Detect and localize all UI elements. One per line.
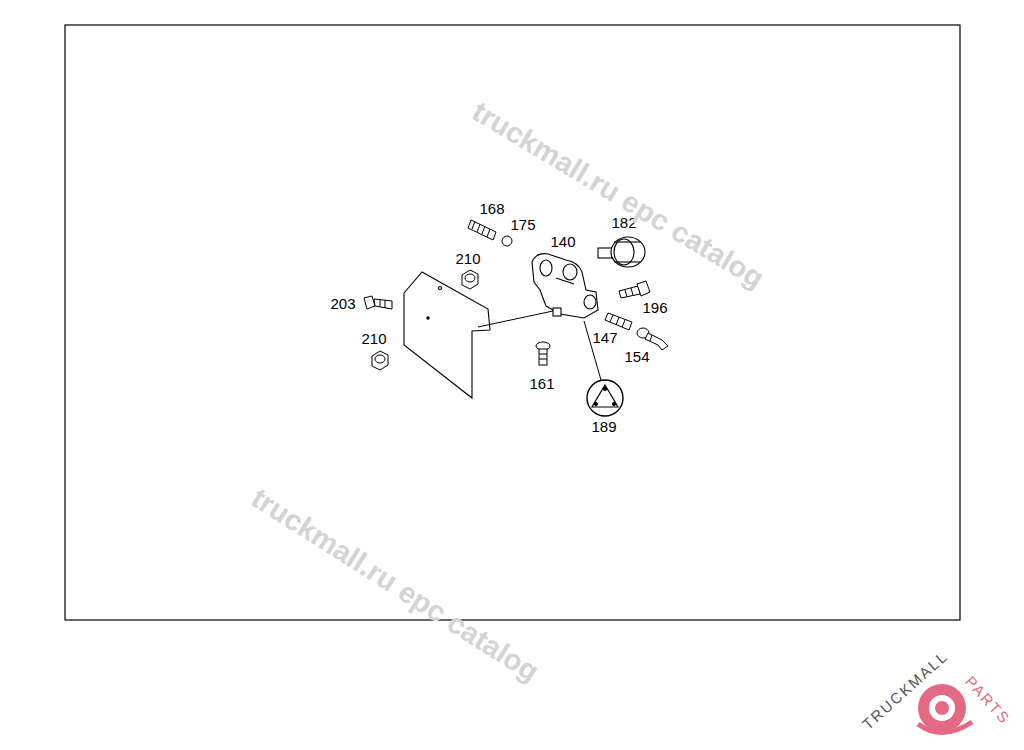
leader-line <box>478 311 553 327</box>
callout-number: 161 <box>529 376 554 391</box>
bracket-plate <box>404 272 490 398</box>
bolt <box>364 296 392 309</box>
valve-body <box>532 254 598 318</box>
sensor-part <box>598 237 645 267</box>
nut <box>372 270 478 370</box>
callout-number: 175 <box>510 217 535 232</box>
callout-number: 168 <box>479 201 504 216</box>
callout-number: 154 <box>624 349 649 364</box>
logo-gear <box>918 684 972 733</box>
callout-number: 189 <box>591 419 616 434</box>
callout-number: 196 <box>642 300 667 315</box>
threaded-stud <box>605 313 632 330</box>
callout-number: 210 <box>361 331 386 346</box>
ball <box>502 236 512 246</box>
threaded-stud <box>468 220 496 240</box>
callout-number: 210 <box>455 251 480 266</box>
callout-number: 147 <box>592 330 617 345</box>
bolt <box>536 342 550 365</box>
callout-number: 203 <box>330 296 355 311</box>
bolt <box>619 281 650 298</box>
frame <box>65 25 960 620</box>
callout-number: 140 <box>550 234 575 249</box>
fitting <box>637 328 668 350</box>
watermark: truckmall.ru epc catalog <box>247 483 544 687</box>
logo-text: PARTS <box>963 673 1013 727</box>
diaphragm <box>587 380 623 416</box>
